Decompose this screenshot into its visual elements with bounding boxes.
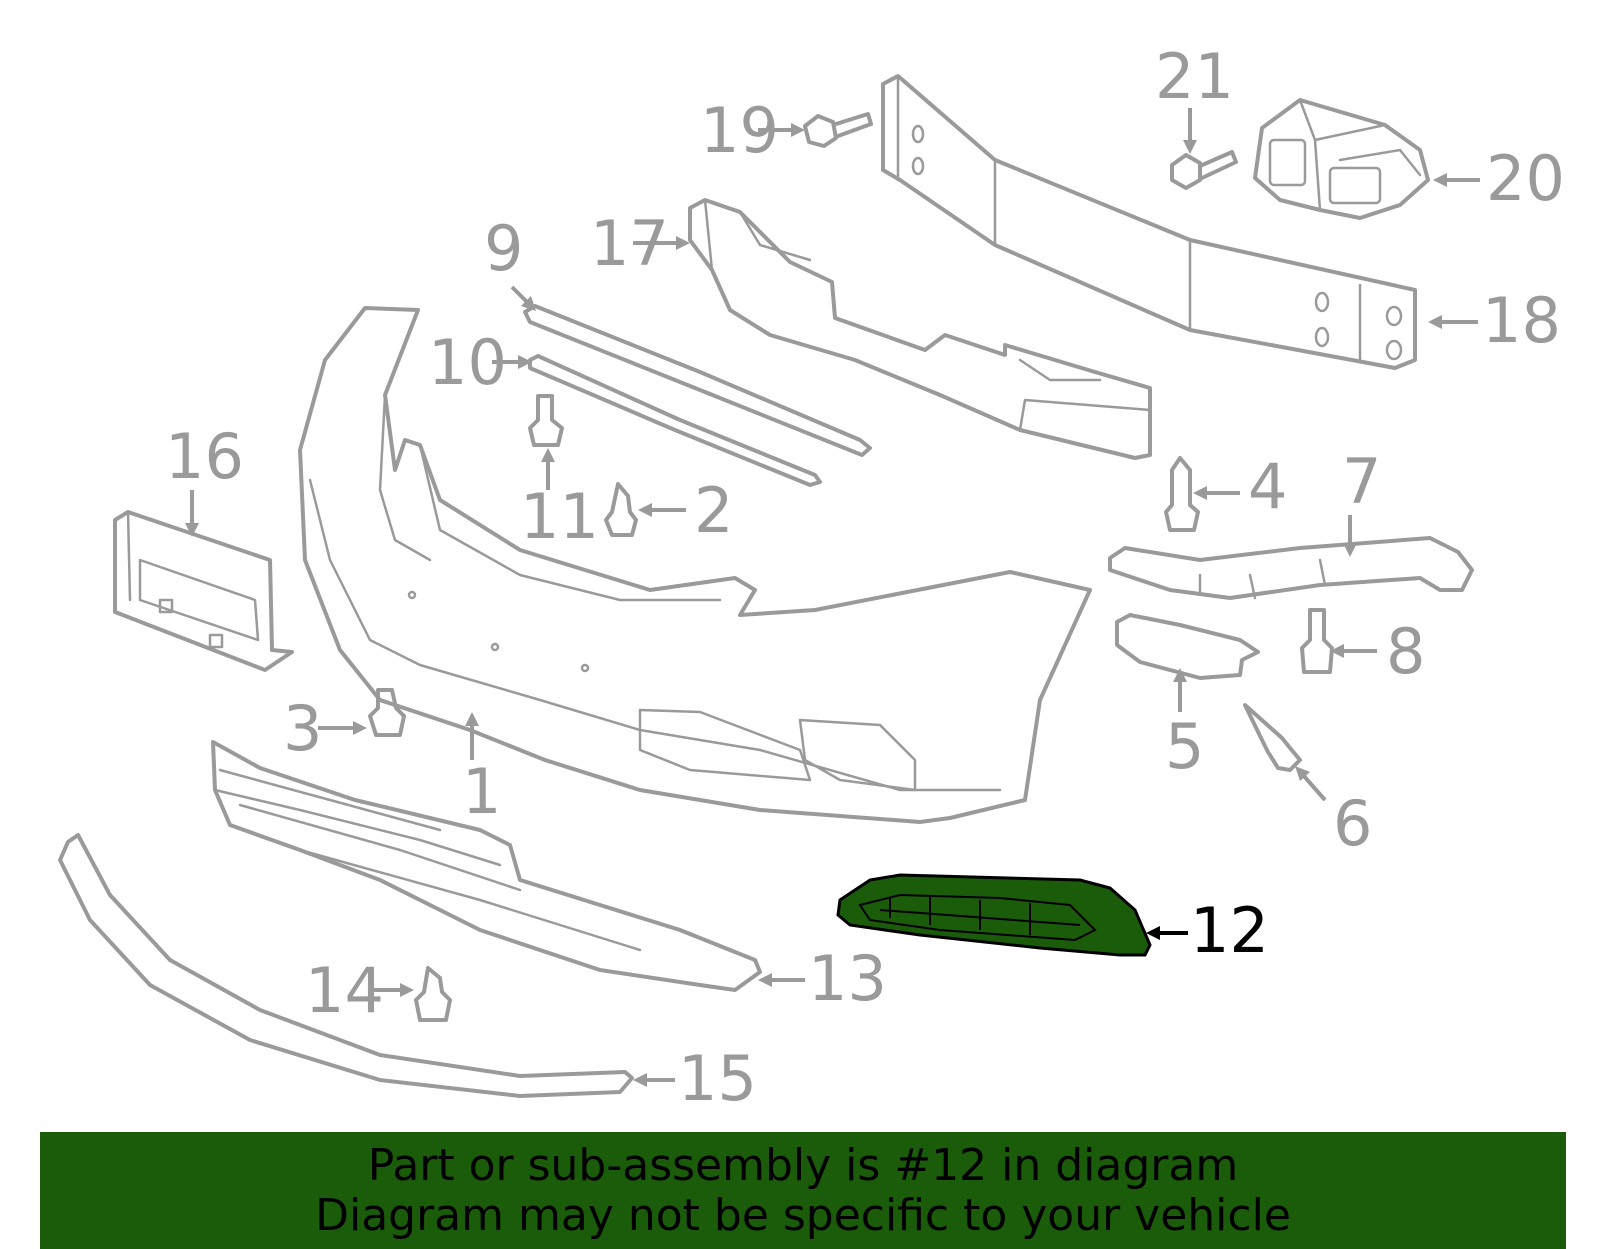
callout-3: 3 (283, 692, 322, 765)
callout-15: 15 (678, 1042, 757, 1115)
callout-5: 5 (1165, 710, 1204, 783)
callout-10: 10 (428, 326, 507, 399)
callout-18: 18 (1482, 284, 1561, 357)
part-16-license-bracket (113, 510, 294, 672)
callout-1: 1 (462, 755, 501, 828)
callout-14: 14 (305, 954, 384, 1027)
part-17-energy-absorber (688, 198, 1152, 460)
part-1-bumper-cover (298, 306, 1092, 824)
callout-13: 13 (808, 942, 887, 1015)
callout-12: 12 (1190, 894, 1269, 967)
callout-21: 21 (1155, 40, 1234, 113)
part-13-lower-grille (211, 740, 762, 992)
callout-7: 7 (1342, 445, 1381, 518)
part-8-bolt (1300, 608, 1334, 674)
callout-19: 19 (700, 94, 779, 167)
callout-2: 2 (694, 474, 733, 547)
part-14-clip (414, 966, 452, 1022)
banner-line-2: Diagram may not be specific to your vehi… (315, 1189, 1291, 1241)
callout-8: 8 (1386, 615, 1425, 688)
callout-arrows (185, 108, 1480, 1087)
info-banner: Part or sub-assembly is #12 in diagram D… (40, 1132, 1566, 1249)
banner-line-1: Part or sub-assembly is #12 in diagram (367, 1139, 1239, 1191)
part-7-side-bracket (1108, 536, 1474, 600)
callout-4: 4 (1248, 450, 1287, 523)
part-21-bolt (1170, 150, 1238, 190)
callout-numbers: 1 2 3 4 5 6 7 8 9 10 11 12 13 14 15 16 1… (165, 40, 1565, 1115)
part-2-clip (604, 482, 638, 537)
part-19-bolt (803, 112, 873, 148)
part-3-clip (368, 688, 406, 737)
part-15-lower-molding (58, 833, 634, 1098)
callout-6: 6 (1333, 787, 1372, 860)
part-5-side-spacer (1115, 613, 1260, 680)
callout-11: 11 (520, 480, 599, 553)
part-4-screw (1164, 456, 1200, 532)
part-10-molding (528, 354, 822, 487)
callout-20: 20 (1486, 142, 1565, 215)
part-9-molding (523, 304, 872, 457)
callout-16: 16 (165, 420, 244, 493)
part-6-screw (1243, 703, 1302, 772)
part-12-fog-grille-highlighted (836, 873, 1152, 957)
callout-9: 9 (484, 212, 523, 285)
part-20-absorber-bracket (1253, 98, 1430, 220)
callout-17: 17 (590, 207, 669, 280)
part-18-reinforcement-beam (881, 74, 1417, 370)
part-11-clip (528, 394, 564, 447)
